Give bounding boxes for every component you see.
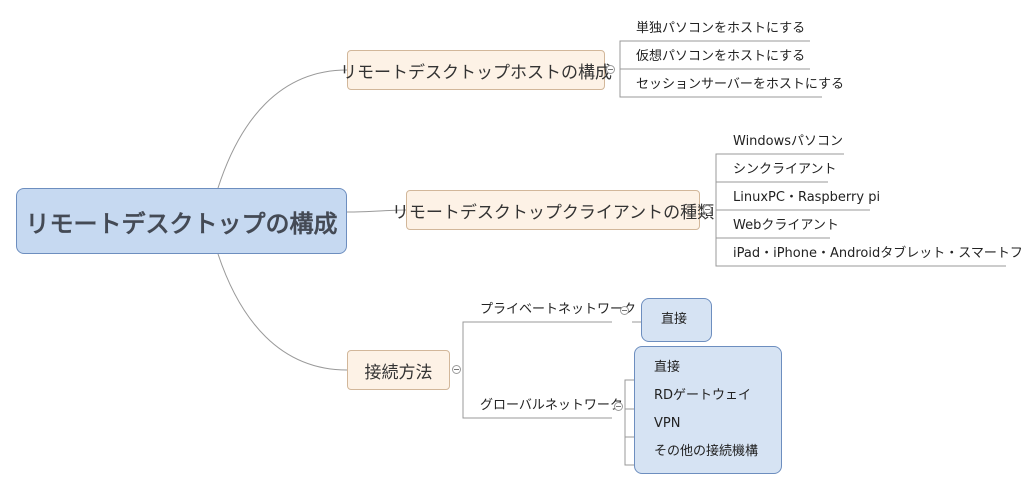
sub-private-network[interactable]: プライベートネットワーク bbox=[480, 302, 637, 317]
leaf-virtual-pc[interactable]: 仮想パソコンをホストにする bbox=[636, 49, 806, 64]
global-direct[interactable]: 直接 bbox=[654, 360, 681, 375]
collapse-toggle-host-config[interactable] bbox=[606, 65, 615, 74]
topic-client-types[interactable]: リモートデスクトップクライアントの種類 bbox=[392, 190, 714, 230]
collapse-toggle-private-network[interactable] bbox=[620, 306, 629, 315]
collapse-toggle-global-network[interactable] bbox=[614, 402, 623, 411]
topic-connection-methods[interactable]: 接続方法 bbox=[347, 350, 450, 390]
leaf-thin-client[interactable]: シンクライアント bbox=[733, 162, 837, 177]
collapse-toggle-connection-methods[interactable] bbox=[452, 365, 461, 374]
global-vpn[interactable]: VPN bbox=[654, 416, 681, 431]
topic-host-config[interactable]: リモートデスクトップホストの構成 bbox=[340, 50, 612, 90]
leaf-linux-raspberry[interactable]: LinuxPC・Raspberry pi bbox=[733, 190, 881, 205]
topic-host-config-label: リモートデスクトップホストの構成 bbox=[340, 62, 612, 83]
leaf-web-client[interactable]: Webクライアント bbox=[733, 218, 839, 233]
global-rd-gateway[interactable]: RDゲートウェイ bbox=[654, 388, 752, 403]
sub-global-network[interactable]: グローバルネットワーク bbox=[480, 398, 623, 413]
private-direct[interactable]: 直接 bbox=[661, 312, 688, 327]
leaf-session-server[interactable]: セッションサーバーをホストにする bbox=[636, 77, 845, 92]
topic-connection-methods-label: 接続方法 bbox=[364, 362, 433, 383]
topic-client-types-label: リモートデスクトップクライアントの種類 bbox=[391, 202, 715, 223]
private-network-box bbox=[641, 298, 712, 342]
root-topic-label: リモートデスクトップの構成 bbox=[25, 209, 338, 238]
global-other-mechanisms[interactable]: その他の接続機構 bbox=[654, 444, 759, 459]
collapse-toggle-client-types[interactable] bbox=[703, 205, 712, 214]
leaf-mobile-devices[interactable]: iPad・iPhone・Androidタブレット・スマートフォン bbox=[733, 246, 1023, 261]
leaf-standalone-pc[interactable]: 単独パソコンをホストにする bbox=[636, 21, 806, 36]
leaf-windows-pc[interactable]: Windowsパソコン bbox=[733, 134, 844, 149]
root-topic[interactable]: リモートデスクトップの構成 bbox=[16, 188, 347, 254]
global-network-box bbox=[634, 346, 782, 474]
